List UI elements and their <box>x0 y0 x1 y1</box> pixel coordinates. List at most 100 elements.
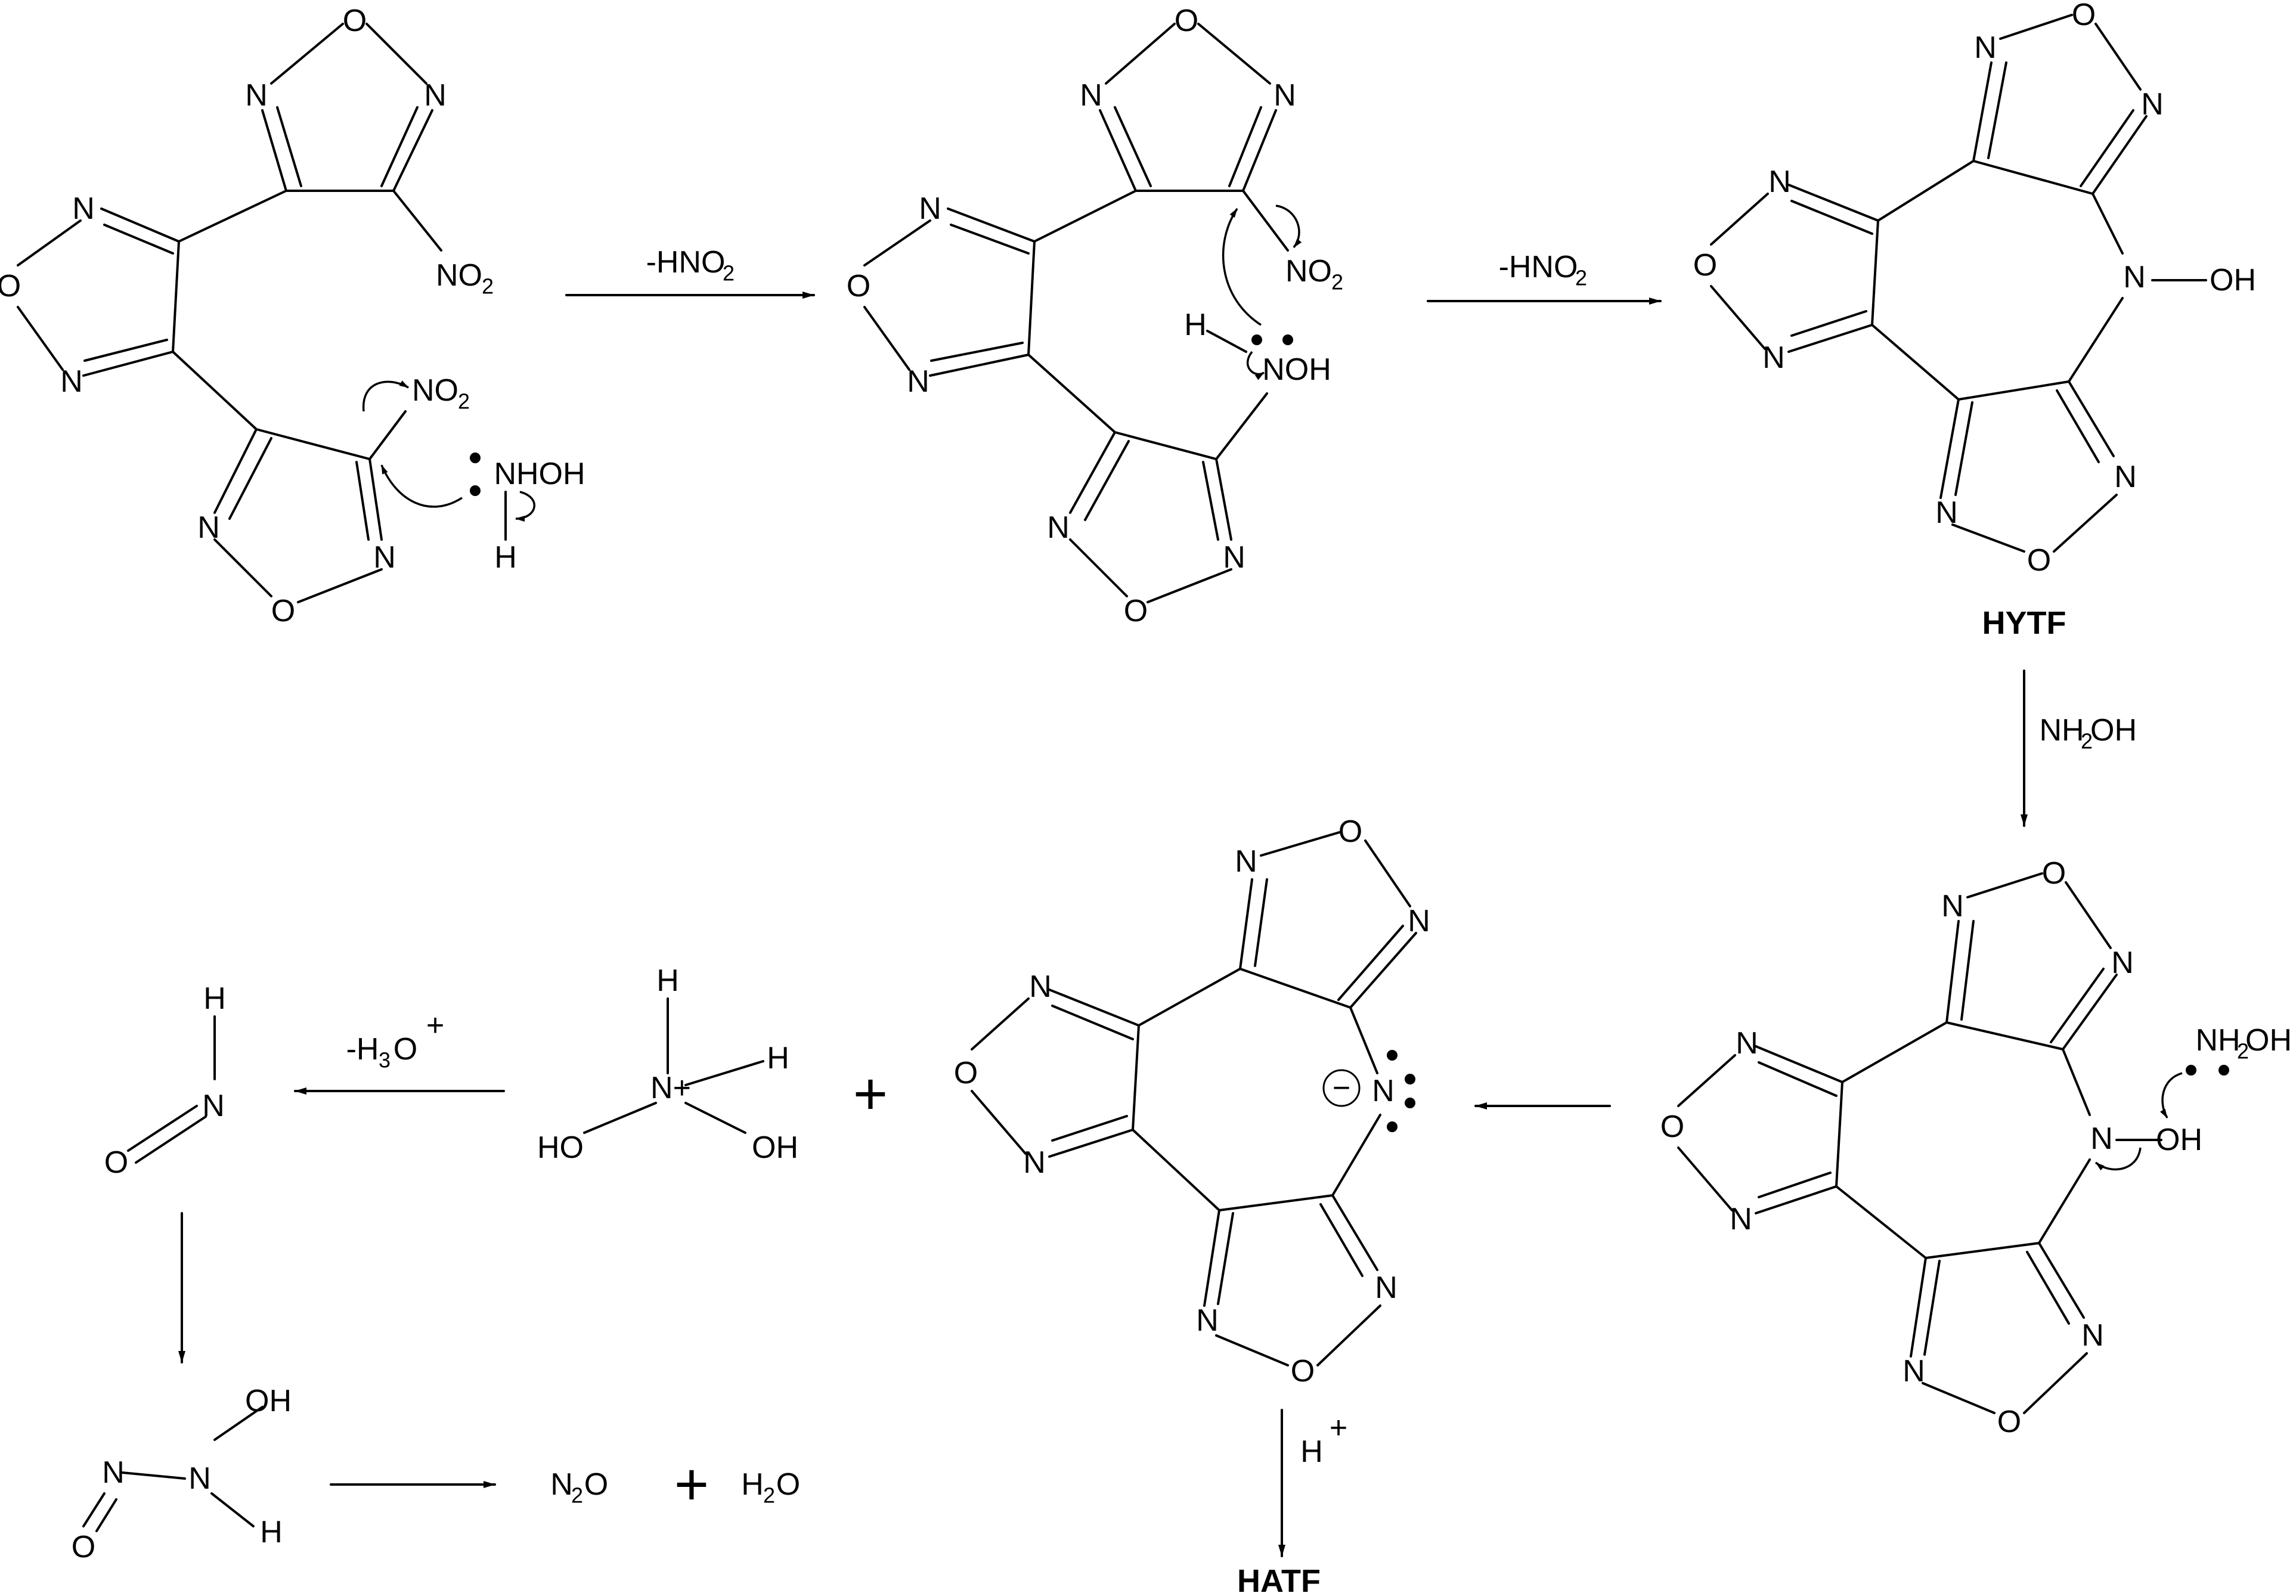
hatf-anion-structure <box>971 830 1417 1366</box>
atom-label: O <box>2042 856 2066 891</box>
atom-label: N <box>1935 495 1958 530</box>
reagent-label: O <box>393 1032 417 1067</box>
atom-label: N <box>1023 1145 1046 1180</box>
atom-label: HO <box>537 1130 584 1165</box>
hyponitrous-intermediate-structure <box>82 1406 264 1532</box>
starting-material-structure <box>17 23 442 603</box>
reagent-label: -HNO <box>646 245 726 280</box>
atom-label: O <box>847 269 870 303</box>
atom-label: H <box>203 981 226 1016</box>
hytf-hydroxylamine-complex-structure <box>1677 872 2162 1414</box>
atom-label: N <box>1768 165 1791 199</box>
atom-label: O <box>1997 1405 2021 1439</box>
lone-pair-dot <box>1405 1098 1415 1108</box>
atom-label: N <box>1730 1202 1752 1236</box>
compound-label: HYTF <box>1982 605 2066 641</box>
atom-label: N <box>2141 87 2164 122</box>
atom-label: N <box>202 1089 225 1123</box>
atom-label: N+ <box>650 1071 691 1105</box>
atom-label: NO <box>1285 254 1332 289</box>
reagent-label: H <box>1300 1434 1323 1469</box>
electron-arrow <box>1246 351 1265 380</box>
atom-label: O <box>0 269 21 303</box>
reagent-label: 3 <box>379 1048 391 1073</box>
atom-label: H <box>1184 308 1207 342</box>
atom-label: O <box>1693 248 1717 283</box>
atom-label: N <box>1762 340 1785 375</box>
product-label: 2 <box>571 1483 583 1508</box>
atom-label: N <box>1080 78 1102 113</box>
product-label: O <box>776 1467 800 1502</box>
atom-label: NOH <box>1262 352 1331 387</box>
atom-label: N <box>1047 510 1070 545</box>
lone-pair-dot <box>470 453 481 463</box>
atom-label: N <box>1408 904 1430 938</box>
atom-label: N <box>919 191 941 226</box>
atom-label: N <box>1974 30 1997 65</box>
lone-pair-dot <box>1251 334 1262 345</box>
lone-pair-dot <box>470 485 481 496</box>
electron-arrow <box>2160 1072 2183 1118</box>
plus-sign: + <box>853 1061 888 1127</box>
atom-label: N <box>1941 889 1964 923</box>
atom-label: OH <box>752 1130 798 1165</box>
atom-label: O <box>1175 4 1198 38</box>
reagent-label: NH <box>2039 713 2084 748</box>
atom-label: N <box>2123 260 2146 295</box>
atom-label: O <box>1291 1354 1315 1389</box>
atom-label: N <box>102 1455 125 1490</box>
nitroxyl-structure <box>127 1015 216 1164</box>
reagent-label: + <box>426 1008 444 1043</box>
atom-label: O <box>954 1056 978 1090</box>
atom-label: H <box>656 963 679 998</box>
atom-label: N <box>2081 1318 2104 1353</box>
electron-arrow <box>2094 1147 2142 1171</box>
atom-label: O <box>104 1145 128 1180</box>
atom-label: OH <box>2156 1123 2202 1157</box>
plus-sign: + <box>674 1451 709 1518</box>
atom-label: 2 <box>458 389 470 414</box>
atom-label: O <box>72 1530 95 1564</box>
atom-label: OH <box>245 1384 292 1418</box>
product-label: N <box>550 1467 573 1502</box>
reagent-label: -H <box>346 1032 379 1067</box>
lone-pair-dot <box>1387 1121 1398 1132</box>
electron-arrow <box>362 380 409 412</box>
atom-label: O <box>2072 0 2096 32</box>
atom-label: 2 <box>482 274 494 299</box>
atom-label: 2 <box>2237 1039 2249 1064</box>
electron-arrow <box>380 464 463 508</box>
atom-label: O <box>1124 594 1148 628</box>
atom-label: H <box>767 1041 789 1076</box>
atom-label: N <box>373 540 396 575</box>
lone-pair-dot <box>2186 1065 2196 1076</box>
reagent-label: 2 <box>2081 729 2093 754</box>
atom-label: N <box>1196 1303 1219 1338</box>
atom-label: N <box>424 78 447 113</box>
atom-label: OH <box>2245 1023 2292 1058</box>
atom-label: N <box>188 1461 211 1496</box>
atom-label: N <box>1372 1074 1395 1108</box>
atom-label: O <box>1338 814 1362 849</box>
reagent-label: -HNO <box>1499 250 1578 284</box>
atom-label: N <box>245 78 268 113</box>
dihydroxyammonium-structure <box>583 997 764 1134</box>
atom-label: N <box>60 364 83 399</box>
atom-label: N <box>1274 78 1296 113</box>
atom-label: N <box>2111 946 2134 980</box>
atom-label: NH <box>2195 1023 2240 1058</box>
reagent-label: 2 <box>723 261 735 286</box>
atom-label: OH <box>2210 263 2256 297</box>
atom-label: N <box>1375 1270 1398 1305</box>
atom-label: 2 <box>1331 270 1343 295</box>
hytf-structure <box>1710 14 2207 553</box>
atom-label: N <box>197 510 220 545</box>
lone-pair-dot <box>1405 1074 1415 1084</box>
reagent-label: OH <box>2090 713 2137 748</box>
negative-charge-symbol: − <box>1333 1071 1350 1105</box>
atom-label: O <box>271 594 295 628</box>
atom-label: H <box>260 1515 283 1549</box>
electron-arrow <box>1222 208 1262 326</box>
intermediate-1-structure <box>863 23 1289 603</box>
